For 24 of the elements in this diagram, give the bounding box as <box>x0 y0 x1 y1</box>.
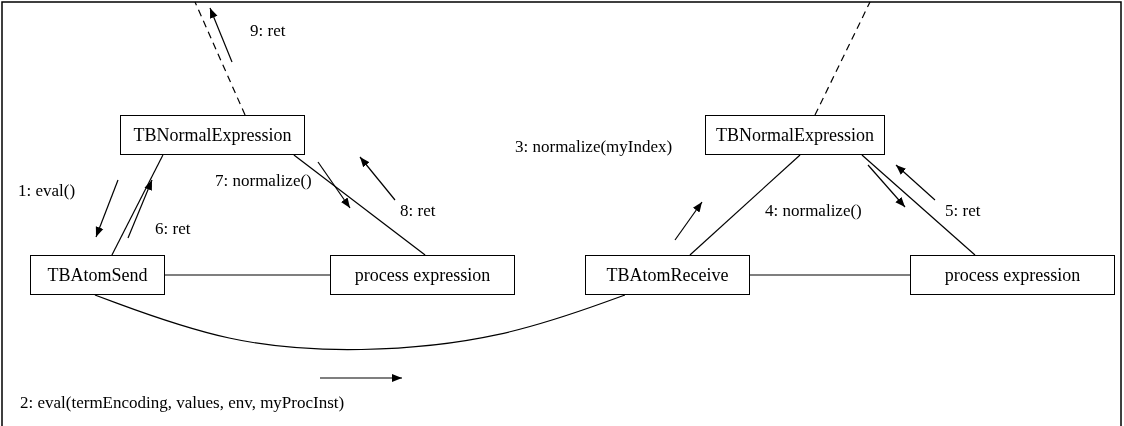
curved-link <box>94 294 626 351</box>
link-line <box>861 154 976 256</box>
message-label: 8: ret <box>400 202 436 219</box>
object-box: TBNormalExpression <box>705 115 885 155</box>
object-box: TBNormalExpression <box>120 115 305 155</box>
link-line <box>111 154 164 256</box>
message-label: 2: eval(termEncoding, values, env, myProcInst) <box>20 394 345 411</box>
link-line <box>293 154 426 256</box>
message-label: 9: ret <box>250 22 286 39</box>
message-label: 6: ret <box>155 220 191 237</box>
dashed-link <box>814 1 871 116</box>
message-label: 7: normalize() <box>215 172 312 189</box>
link-line <box>749 274 911 276</box>
object-box: TBAtomReceive <box>585 255 750 295</box>
object-box: TBAtomSend <box>30 255 165 295</box>
message-label: 1: eval() <box>18 182 76 199</box>
message-label: 4: normalize() <box>765 202 862 219</box>
object-box: process expression <box>330 255 515 295</box>
message-label: 3: normalize(myIndex) <box>515 138 673 155</box>
dashed-link <box>194 1 246 116</box>
link-line <box>164 274 331 276</box>
message-label: 5: ret <box>945 202 981 219</box>
link-line <box>689 154 801 256</box>
object-box: process expression <box>910 255 1115 295</box>
